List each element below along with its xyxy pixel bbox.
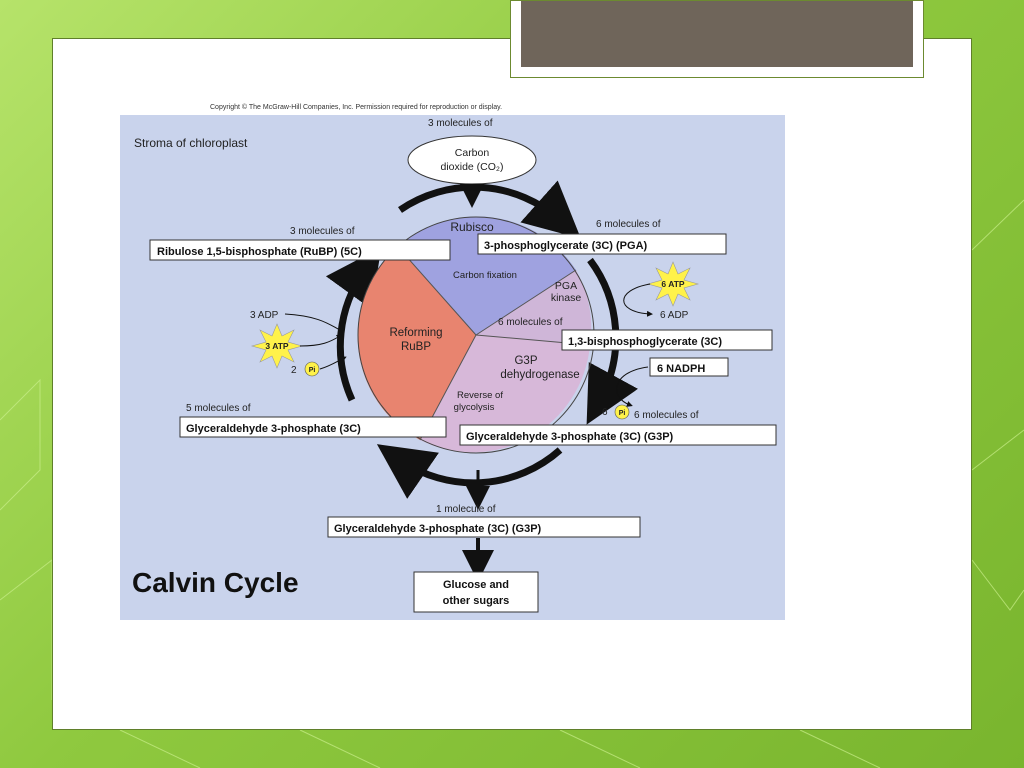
atp-6-starburst <box>646 261 700 307</box>
nadph-arrow <box>616 366 649 407</box>
calvin-cycle-title: Calvin Cycle <box>132 567 299 598</box>
reforming-rubp-sector <box>357 247 476 440</box>
adp-3-arrow <box>284 313 341 331</box>
pi-2-symbol: Pi <box>309 367 316 374</box>
reforming-label-line1: Reforming <box>389 327 442 339</box>
cycle-outer-arc-bottom <box>376 444 563 499</box>
pi-6-circle <box>614 404 630 420</box>
co2-label-line2: dioxide (CO₂) <box>440 161 503 173</box>
nadph-box <box>649 357 729 377</box>
cycle-outer-arc-left <box>325 247 382 402</box>
co2-node <box>407 135 537 185</box>
g3p5-box <box>179 416 447 438</box>
pga-kinase-label-line1: PGA <box>555 280 577 292</box>
atp-3-arrow <box>299 334 343 347</box>
g3p5-count-label: 5 molecules of <box>186 403 251 414</box>
g3p6-label: Glyceraldehyde 3-phosphate (3C) (G3P) <box>466 431 674 443</box>
glucose-box <box>413 571 539 613</box>
pi-2-arrow <box>319 356 347 370</box>
pga-kinase-sector <box>476 270 592 345</box>
pga-count-label: 6 molecules of <box>596 219 661 230</box>
nadph-label: 6 NADPH <box>657 363 705 375</box>
g3p6-count-label: 6 molecules of <box>634 410 699 421</box>
g3p6-box <box>459 424 777 446</box>
g3p5-label: Glyceraldehyde 3-phosphate (3C) <box>186 423 361 435</box>
rubp-count-label: 3 molecules of <box>290 226 355 237</box>
copyright-text: Copyright © The McGraw-Hill Companies, I… <box>210 103 502 111</box>
pga-label: 3-phosphoglycerate (3C) (PGA) <box>484 240 648 252</box>
glucose-label-line2: other sugars <box>443 595 510 607</box>
adp-6-label: 6 ADP <box>660 310 689 321</box>
co2-label-line1: Carbon <box>455 147 490 159</box>
co2-count-label: 3 molecules of <box>428 118 493 129</box>
adp-3-label: 3 ADP <box>250 310 279 321</box>
slide-title-bar <box>521 1 913 67</box>
rubisco-label: Rubisco <box>450 220 494 234</box>
glucose-label-line1: Glucose and <box>443 579 509 591</box>
dehydrogenase-sector <box>420 335 590 453</box>
pga-box <box>477 233 727 255</box>
g3p-dehydrogenase-line1: G3P <box>514 355 537 367</box>
rubp-box <box>149 239 451 261</box>
atp-3-starburst <box>250 323 304 369</box>
bpg-box <box>561 329 773 351</box>
atp-6-arrow <box>623 283 653 317</box>
cycle-outer-arc-right <box>586 257 638 425</box>
atp-3-label: 3 ATP <box>265 341 288 351</box>
stroma-label: Stroma of chloroplast <box>134 136 248 150</box>
rubp-label: Ribulose 1,5-bisphosphate (RuBP) (5C) <box>157 246 362 258</box>
g3p1-count-label: 1 molecule of <box>436 504 496 515</box>
pi-6-symbol: Pi <box>619 410 626 417</box>
carbon-fixation-label: Carbon fixation <box>453 270 517 281</box>
pi-6-count: 6 <box>602 407 608 418</box>
bpg-label: 1,3-bisphosphoglycerate (3C) <box>568 336 722 348</box>
slide-title-box[interactable] <box>510 0 924 78</box>
reforming-label-line2: RuBP <box>401 341 431 353</box>
cycle-outer-arc <box>398 180 581 239</box>
pi-2-circle <box>304 361 320 377</box>
g3p1-label: Glyceraldehyde 3-phosphate (3C) (G3P) <box>334 523 542 535</box>
bpg-count-label: 6 molecules of <box>498 317 563 328</box>
reverse-glycolysis-line1: Reverse of <box>457 390 503 401</box>
atp-6-label: 6 ATP <box>661 279 684 289</box>
pi-2-count: 2 <box>291 365 297 376</box>
pga-kinase-label-line2: kinase <box>551 292 582 304</box>
g3p1-box <box>327 516 641 538</box>
g3p-dehydrogenase-line2: dehydrogenase <box>500 369 579 381</box>
reverse-glycolysis-line2: glycolysis <box>454 402 495 413</box>
